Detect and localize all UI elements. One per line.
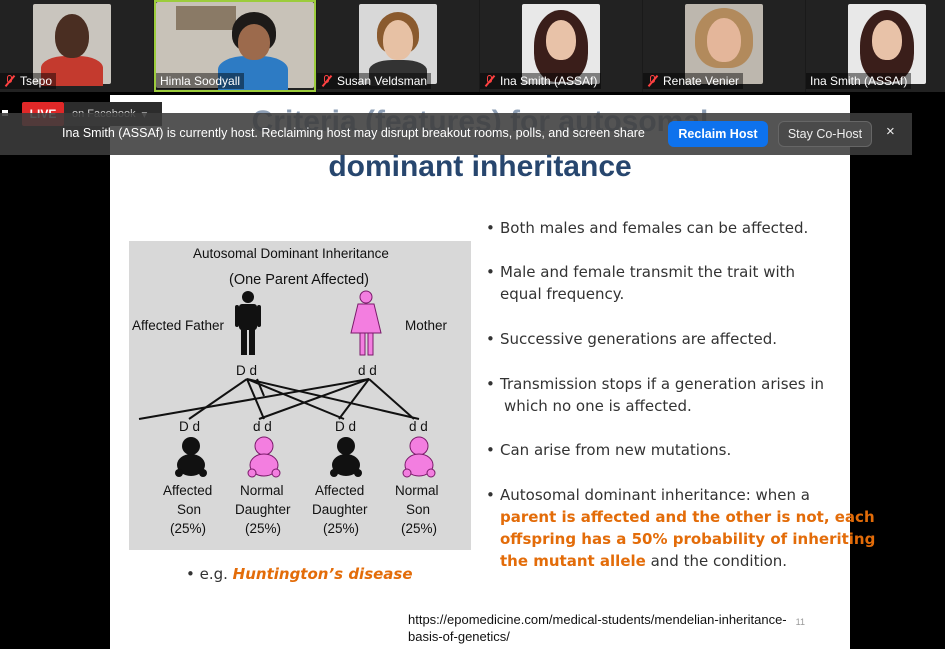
source-link[interactable]: https://epomedicine.com/medical-students… <box>408 612 787 644</box>
mic-muted-icon <box>647 75 659 87</box>
child-genotype: D d <box>335 419 357 434</box>
banner-message: Ina Smith (ASSAf) is currently host. Rec… <box>62 126 645 140</box>
mother-label: Mother <box>405 318 448 333</box>
affected-daughter-icon <box>330 437 362 477</box>
example-disease: Huntington’s disease <box>232 565 413 583</box>
affected-son-icon <box>175 437 207 477</box>
participant-video <box>359 4 437 86</box>
participant-name: Ina Smith (ASSAf) <box>500 74 598 88</box>
mother-genotype: d d <box>358 363 377 378</box>
host-notification-banner: Ina Smith (ASSAf) is currently host. Rec… <box>0 113 912 155</box>
child-pct: (25%) <box>401 521 438 536</box>
participant-video <box>848 4 926 84</box>
child-genotype: d d <box>253 419 272 434</box>
participant-name: Himla Soodyall <box>160 74 241 88</box>
diagram-subtitle: (One Parent Affected) <box>229 272 369 288</box>
child-genotype: d d <box>409 419 428 434</box>
mic-muted-icon <box>4 75 16 87</box>
participant-video <box>33 4 111 86</box>
slide-page-number: 11 <box>795 617 805 627</box>
participant-video <box>685 4 763 84</box>
reclaim-host-button[interactable]: Reclaim Host <box>668 121 768 147</box>
mic-muted-icon <box>484 75 496 87</box>
inheritance-diagram: Autosomal Dominant Inheritance (One Pare… <box>129 241 471 550</box>
participant-video <box>522 4 600 84</box>
child-label: Daughter <box>235 502 291 517</box>
participant-name: Susan Veldsman <box>337 74 428 88</box>
participant-name: Renate Venier <box>663 74 740 88</box>
father-genotype: D d <box>236 363 258 378</box>
child-label: Normal <box>395 483 439 498</box>
cross-lines <box>138 378 420 420</box>
participant-tile[interactable]: Renate Venier <box>643 0 805 92</box>
child-pct: (25%) <box>245 521 282 536</box>
participant-gallery: Tsepo Himla Soodyall Susan Veldsman <box>0 0 945 92</box>
father-figure-icon <box>235 291 261 355</box>
participant-tile[interactable]: Susan Veldsman <box>317 0 479 92</box>
example-text: • e.g. Huntington’s disease <box>186 565 413 583</box>
mic-muted-icon <box>321 75 333 87</box>
child-label: Son <box>177 502 202 517</box>
participant-tile[interactable]: Ina Smith (ASSAf) <box>480 0 642 92</box>
shared-slide: Criteria (features) for autosomal domina… <box>110 95 875 649</box>
participant-tile[interactable]: Tsepo <box>0 0 153 92</box>
slide-title-line2: dominant inheritance <box>328 150 632 183</box>
child-pct: (25%) <box>323 521 360 536</box>
stay-co-host-button[interactable]: Stay Co-Host <box>778 121 872 147</box>
participant-name: Tsepo <box>20 74 53 88</box>
participant-video <box>156 2 314 90</box>
child-pct: (25%) <box>170 521 207 536</box>
pedigree-graphic <box>138 290 436 478</box>
participant-tile[interactable]: Ina Smith (ASSAf) <box>806 0 945 92</box>
father-label: Affected Father <box>132 318 225 333</box>
diagram-title: Autosomal Dominant Inheritance <box>193 246 389 261</box>
child-genotype: D d <box>179 419 201 434</box>
normal-daughter-icon <box>247 436 281 478</box>
mother-figure-icon <box>350 290 382 356</box>
child-label: Daughter <box>312 502 368 517</box>
close-icon[interactable]: × <box>886 123 895 140</box>
normal-son-icon <box>402 436 436 478</box>
child-label: Son <box>406 502 431 517</box>
child-label: Affected <box>315 483 365 498</box>
participant-tile-active-speaker[interactable]: Himla Soodyall <box>154 0 316 92</box>
child-label: Normal <box>240 483 284 498</box>
child-label: Affected <box>163 483 213 498</box>
participant-name: Ina Smith (ASSAf) <box>810 74 908 88</box>
